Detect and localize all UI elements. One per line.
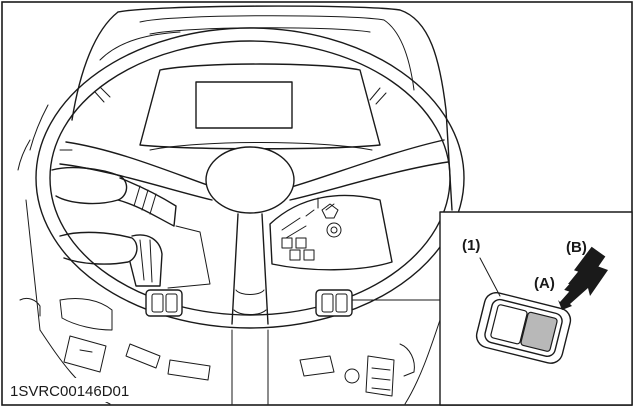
dashboard-switch-right: [315, 289, 353, 317]
label-b: (B): [566, 239, 587, 256]
right-control-panel: [269, 194, 393, 271]
switch-pressed-half: [520, 311, 558, 352]
label-a: (A): [534, 275, 555, 292]
left-levers: [51, 166, 211, 289]
work-light-icon: [305, 197, 335, 217]
lower-panel: [19, 297, 415, 405]
part-1-label: (1): [462, 237, 480, 254]
dashboard-body: [17, 5, 453, 405]
dashboard-switch-left: [145, 289, 183, 317]
figure-code: 1SVRC00146D01: [10, 383, 129, 400]
switch-detail-inset: (1) (A) (B): [439, 211, 633, 406]
arrow-icon: [558, 246, 608, 310]
instrument-panel: [139, 63, 381, 151]
switch-released-half: [490, 304, 528, 345]
figure-code-box: 1SVRC00146D01: [4, 378, 192, 402]
rocker-switch-icon: [475, 291, 572, 364]
part-1-leader: [479, 257, 501, 297]
steering-wheel: [35, 27, 465, 329]
lcd-display: [195, 81, 293, 129]
headlight-icon: [321, 203, 342, 238]
